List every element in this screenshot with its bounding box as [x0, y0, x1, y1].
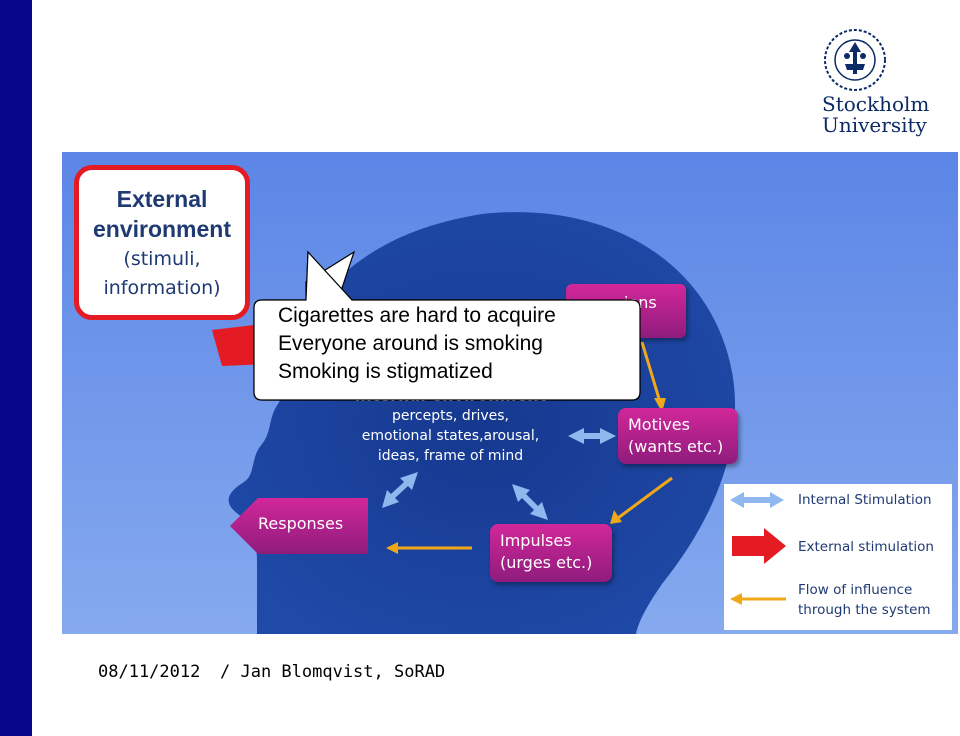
responses-node: Responses	[230, 498, 370, 554]
legend: Internal Stimulation External stimulatio…	[724, 484, 952, 630]
left-accent-bar	[0, 0, 32, 736]
double-arrow-blue	[512, 484, 548, 520]
internal-environment-text: internal environment percepts, drives, e…	[328, 386, 573, 466]
internal-environment-title: internal environment	[354, 386, 547, 405]
responses-label: Responses	[258, 514, 344, 533]
responses-arrow-shape	[230, 498, 368, 554]
external-stimulation-icon	[732, 528, 786, 564]
footer-date: 08/11/2012	[98, 662, 201, 682]
university-seal-icon	[824, 29, 886, 91]
callout-line-2: Everyone around is smoking	[278, 332, 543, 355]
logo-line-1: Stockholm	[822, 92, 930, 116]
external-environment-sub-1: (stimuli,	[123, 248, 201, 270]
internal-stimulation-icon	[730, 492, 784, 508]
legend-flow-label-2: through the system	[798, 602, 931, 618]
stockholm-university-logo: Stockholm University	[818, 28, 944, 140]
internal-environment-line-3: ideas, frame of mind	[377, 448, 524, 464]
emotions-node: ions	[566, 284, 686, 338]
impulses-label-2: (urges etc.)	[500, 553, 593, 572]
motives-label-2: (wants etc.)	[628, 437, 724, 456]
emotions-label: ions	[624, 293, 657, 312]
logo-line-2: University	[822, 113, 927, 137]
legend-internal-label: Internal Stimulation	[798, 492, 932, 508]
callout-text: Cigarettes are hard to acquire Everyone …	[278, 302, 556, 386]
external-environment-title-1: External	[116, 186, 208, 212]
callout-line-1: Cigarettes are hard to acquire	[278, 304, 556, 327]
legend-external-label: External stimulation	[798, 539, 934, 555]
motives-node: Motives (wants etc.)	[618, 408, 738, 464]
external-environment-title-2: environment	[92, 216, 232, 242]
motives-label-1: Motives	[628, 415, 690, 434]
internal-environment-line-1: percepts, drives,	[391, 408, 509, 424]
legend-icons	[730, 492, 786, 605]
logo-wordmark: Stockholm University	[822, 94, 929, 136]
double-arrow-blue	[382, 472, 418, 508]
double-arrow-blue	[568, 428, 616, 444]
callout-line-3: Smoking is stigmatized	[278, 360, 493, 383]
flow-of-influence-icon	[730, 593, 786, 605]
internal-environment-line-2: emotional states,arousal,	[361, 428, 540, 444]
legend-flow-label-1: Flow of influence	[798, 582, 913, 598]
external-environment-box: External environment (stimuli, informati…	[74, 165, 250, 320]
impulses-node: Impulses (urges etc.)	[490, 524, 612, 582]
footer-author: / Jan Blomqvist, SoRAD	[220, 662, 446, 682]
external-environment-sub-2: information)	[103, 277, 221, 299]
internal-stimulation-arrows	[382, 428, 616, 520]
impulses-label-1: Impulses	[500, 531, 572, 550]
